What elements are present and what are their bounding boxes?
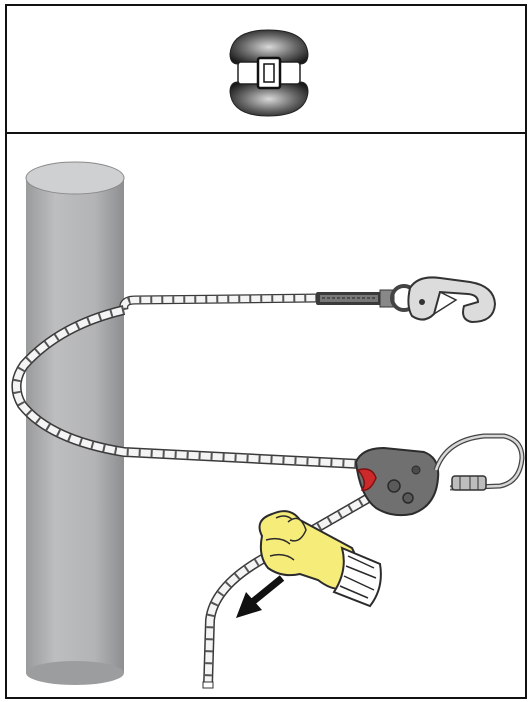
pad-icon — [230, 30, 308, 116]
